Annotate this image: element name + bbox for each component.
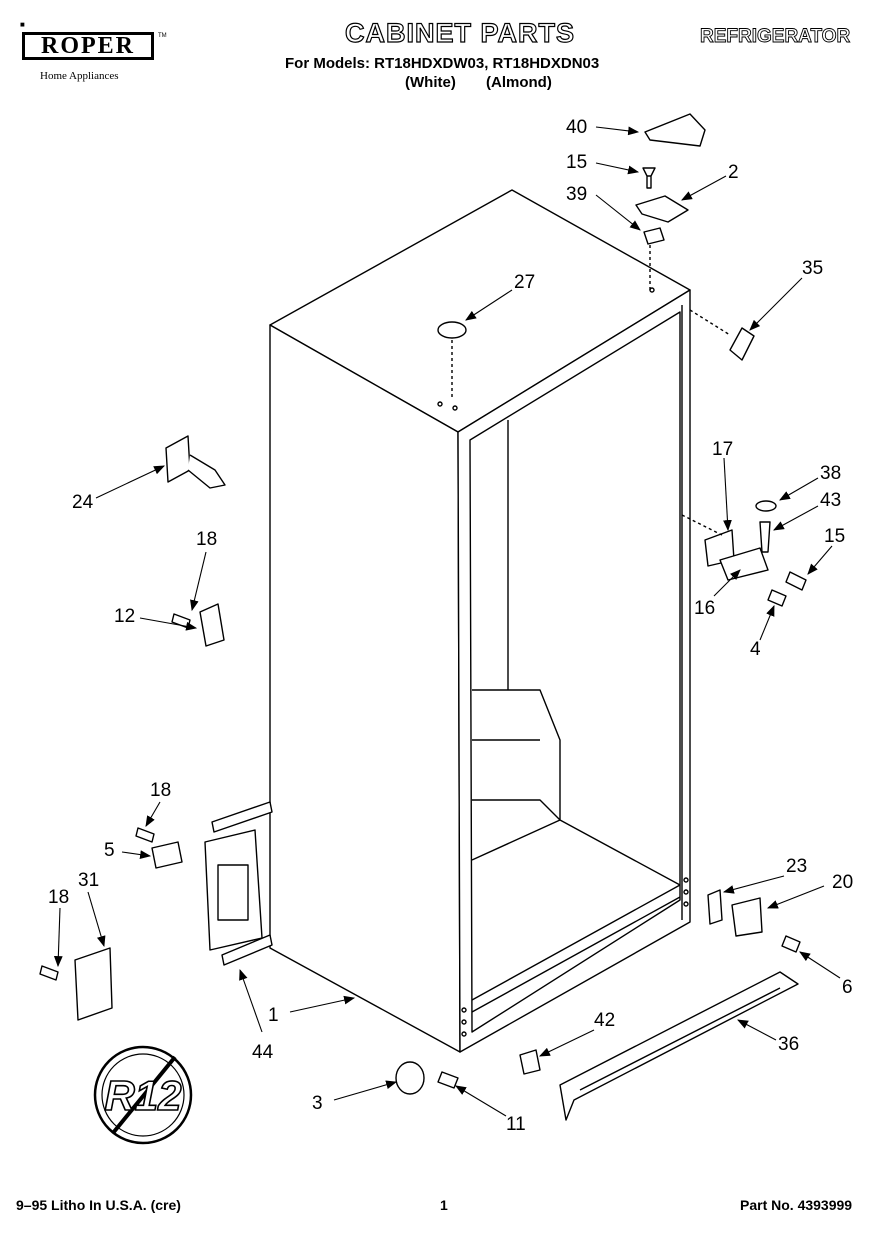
part-4-screw [767, 589, 787, 607]
page-title: CABINET PARTS [344, 17, 575, 48]
part-5-clip [151, 841, 183, 869]
color-white-label: (White) [405, 74, 456, 91]
r12-label: R12 [104, 1072, 181, 1119]
corner-mark: ■ [20, 20, 25, 29]
callout-44: 44 [252, 1042, 274, 1063]
callout-23: 23 [786, 856, 808, 877]
callout-15: 15 [824, 526, 846, 547]
callout-2: 2 [728, 162, 739, 183]
part-42-clip [519, 1049, 541, 1075]
callout-4: 4 [750, 639, 761, 660]
part-15-screw-b [785, 571, 807, 591]
part-12-bracket [199, 603, 225, 647]
part-40-cap [644, 113, 706, 147]
callout-18: 18 [48, 887, 70, 908]
cabinet-body [269, 189, 691, 1053]
callout-40: 40 [566, 117, 588, 138]
callout-42: 42 [594, 1010, 616, 1031]
callout-18: 18 [150, 780, 172, 801]
callout-36: 36 [778, 1034, 800, 1055]
model-numbers: For Models: RT18HDXDW03, RT18HDXDN03 [285, 55, 600, 72]
part-11-screw [437, 1071, 459, 1089]
r12-prohibition-badge [93, 1045, 193, 1145]
part-27-plug [437, 321, 467, 339]
print-info: 9–95 Litho In U.S.A. (cre) [16, 1197, 181, 1213]
brand-logo: ROPER [22, 32, 154, 60]
callout-12: 12 [114, 606, 136, 627]
part-20-hinge [731, 897, 763, 937]
part-31-cover [74, 947, 113, 1021]
appliance-category: REFRIGERATOR [700, 26, 851, 48]
part-43-pin [759, 521, 771, 553]
color-almond-label: (Almond) [486, 74, 552, 91]
part-number: Part No. 4393999 [740, 1197, 853, 1213]
callout-6: 6 [842, 977, 853, 998]
callout-11: 11 [506, 1114, 526, 1135]
part-36-grille [559, 971, 799, 1121]
leader-lines [53, 126, 841, 1117]
callout-15: 15 [566, 152, 588, 173]
callout-16: 16 [694, 598, 716, 619]
page-number: 1 [440, 1197, 448, 1213]
callout-5: 5 [104, 840, 115, 861]
part-6-screw [781, 935, 801, 953]
callout-24: 24 [72, 492, 94, 513]
callout-3: 3 [312, 1093, 323, 1114]
brand-subtitle: Home Appliances [40, 70, 119, 82]
part-39-shim [643, 227, 665, 245]
part-38-washer [755, 500, 777, 512]
part-24-hinge-pin [165, 435, 191, 483]
trademark-mark: TM [158, 33, 167, 39]
callout-39: 39 [566, 184, 588, 205]
callout-1: 1 [268, 1005, 279, 1026]
part-35-bracket [729, 327, 755, 361]
callout-20: 20 [832, 872, 854, 893]
part-18-screw-c [39, 965, 59, 981]
part-3-roller [395, 1061, 425, 1095]
part-18-screw-b [135, 827, 155, 843]
callout-31: 31 [78, 870, 100, 891]
part-2-hinge [635, 195, 689, 223]
brand-name: ROPER [41, 33, 135, 59]
callout-43: 43 [820, 490, 842, 511]
part-15-screw-top [642, 167, 656, 189]
part-23-shim [707, 889, 723, 925]
callout-27: 27 [514, 272, 536, 293]
callout-35: 35 [802, 258, 824, 279]
callout-18: 18 [196, 529, 218, 550]
callout-17: 17 [712, 439, 734, 460]
callout-38: 38 [820, 463, 842, 484]
